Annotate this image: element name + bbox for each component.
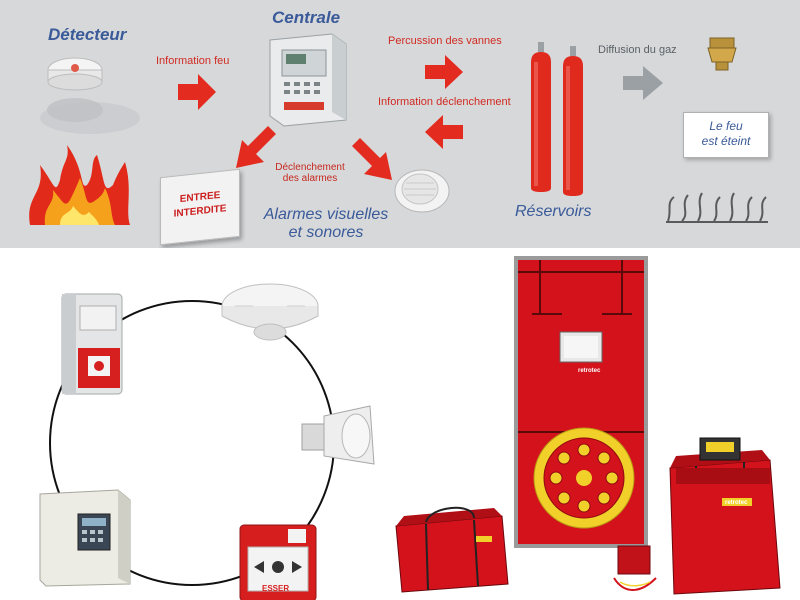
arrow-right-icon (178, 74, 216, 110)
alarms-line-1: Alarmes visuelles (263, 206, 389, 223)
arrow-right-icon (425, 55, 463, 89)
case-brand: retrotec (725, 500, 748, 506)
extinguished-line-1: Le feu (709, 119, 743, 133)
valve-percussion-label: Percussion des vannes (388, 35, 502, 47)
arrow-down-right-icon (352, 138, 392, 180)
equipment-bag-left (395, 506, 509, 593)
arrow-right-gray-icon (623, 66, 663, 100)
equipment-photos-panel: ESSER retrotec (0, 248, 800, 600)
arrow-down-left-icon (236, 126, 276, 168)
info-fire-label: Information feu (156, 55, 230, 67)
alarm-trigger-line-2: des alarmes (282, 173, 338, 184)
alarm-trigger-line-1: Déclenchement (275, 162, 345, 173)
fire-extinguished-box: Le feu est éteint (683, 112, 769, 158)
alarm-trigger-label: Déclenchement des alarmes (270, 162, 350, 184)
arrow-left-icon (425, 115, 463, 149)
fire-control-panel-icon (39, 489, 131, 587)
no-entry-sign: ENTREE INTERDITE (160, 168, 240, 246)
horn-sounder-icon (301, 405, 375, 465)
flames-icon (29, 145, 131, 225)
extinguished-line-2: est éteint (701, 134, 751, 148)
alarms-label: Alarmes visuelles et sonores (256, 206, 396, 242)
detector-label: Détecteur (48, 25, 127, 44)
gas-diffusion-label: Diffusion du gaz (598, 44, 677, 56)
gas-cylinders-icon (531, 42, 583, 196)
nozzle-icon (707, 37, 737, 71)
trigger-info-label: Information déclenchement (378, 96, 511, 108)
call-point-brand: ESSER (262, 584, 290, 593)
central-label: Centrale (272, 8, 341, 27)
extinguishing-diagram-panel: Détecteur Information feu Centrale Percu… (0, 0, 800, 248)
pressure-gauge-device (613, 545, 657, 591)
manual-call-point-icon (239, 524, 317, 600)
equipment-case-right (669, 437, 781, 595)
alarms-line-2: et sonores (288, 224, 364, 241)
smoke-detector-icon (40, 57, 140, 134)
door-brand: retrotec (578, 368, 601, 374)
smoke-wisps-icon (666, 192, 768, 223)
tanks-label: Réservoirs (515, 203, 592, 220)
control-panel-icon (269, 33, 347, 127)
wall-control-unit-icon (61, 293, 123, 395)
ceiling-detector-icon (221, 283, 319, 341)
sounder-icon (394, 169, 450, 213)
blower-fan-icon (533, 427, 635, 529)
